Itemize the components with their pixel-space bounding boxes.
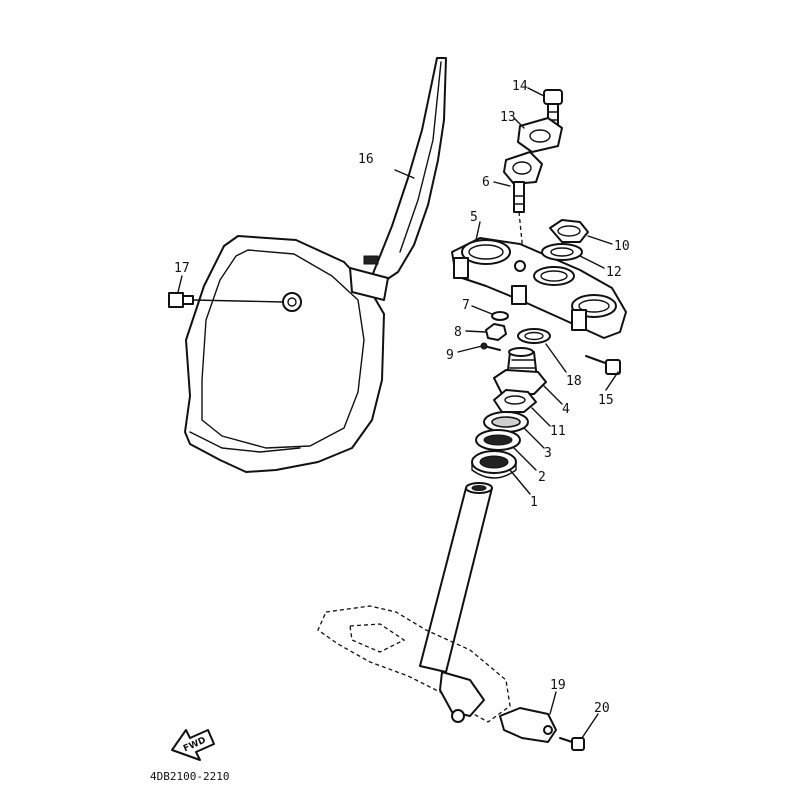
bearing-2 <box>475 429 521 451</box>
bearing-cover-3 <box>483 411 529 433</box>
leader-lines <box>177 87 619 739</box>
nut-8 <box>485 323 507 341</box>
callout-8: 8 <box>454 325 462 340</box>
callout-1: 1 <box>530 495 538 510</box>
callout-11: 11 <box>550 424 566 439</box>
callout-15: 15 <box>598 393 614 408</box>
axis-line <box>518 211 525 263</box>
bolt-20 <box>559 737 585 751</box>
callout-16: 16 <box>358 152 374 167</box>
bearing-race-1 <box>471 450 517 479</box>
callouts: 14 13 6 5 16 10 12 17 7 8 9 18 15 4 11 3… <box>174 79 630 716</box>
callout-5: 5 <box>470 210 478 225</box>
steering-stem <box>419 482 493 673</box>
washer-18 <box>517 328 551 344</box>
washer-7 <box>491 311 509 321</box>
callout-3: 3 <box>544 446 552 461</box>
nut-10 <box>549 219 589 243</box>
under-bracket <box>317 605 511 723</box>
bolt-15 <box>585 355 621 375</box>
callout-2: 2 <box>538 470 546 485</box>
callout-18: 18 <box>566 374 582 389</box>
callout-19: 19 <box>550 678 566 693</box>
ring-nut-4 <box>493 347 547 395</box>
callout-7: 7 <box>462 298 470 313</box>
callout-20: 20 <box>594 701 610 716</box>
upper-holder-13 <box>517 117 563 153</box>
callout-17: 17 <box>174 261 190 276</box>
callout-13: 13 <box>500 110 516 125</box>
callout-9: 9 <box>446 348 454 363</box>
diagram-code: 4DB2100-2210 <box>150 770 229 783</box>
leader-17 <box>192 299 284 303</box>
callout-10: 10 <box>614 239 630 254</box>
number-plate <box>184 57 447 473</box>
lower-holder-6 <box>503 151 543 213</box>
ring-nut-11 <box>493 389 537 413</box>
fwd-arrow-icon: FWD <box>171 729 215 761</box>
callout-12: 12 <box>606 265 622 280</box>
callout-4: 4 <box>562 402 570 417</box>
callout-6: 6 <box>482 175 490 190</box>
screw-9 <box>480 342 501 351</box>
handle-crown-5 <box>451 237 627 339</box>
bolt-17 <box>168 292 194 308</box>
callout-14: 14 <box>512 79 528 94</box>
washer-12 <box>541 243 583 261</box>
cable-holder-19 <box>499 707 557 743</box>
